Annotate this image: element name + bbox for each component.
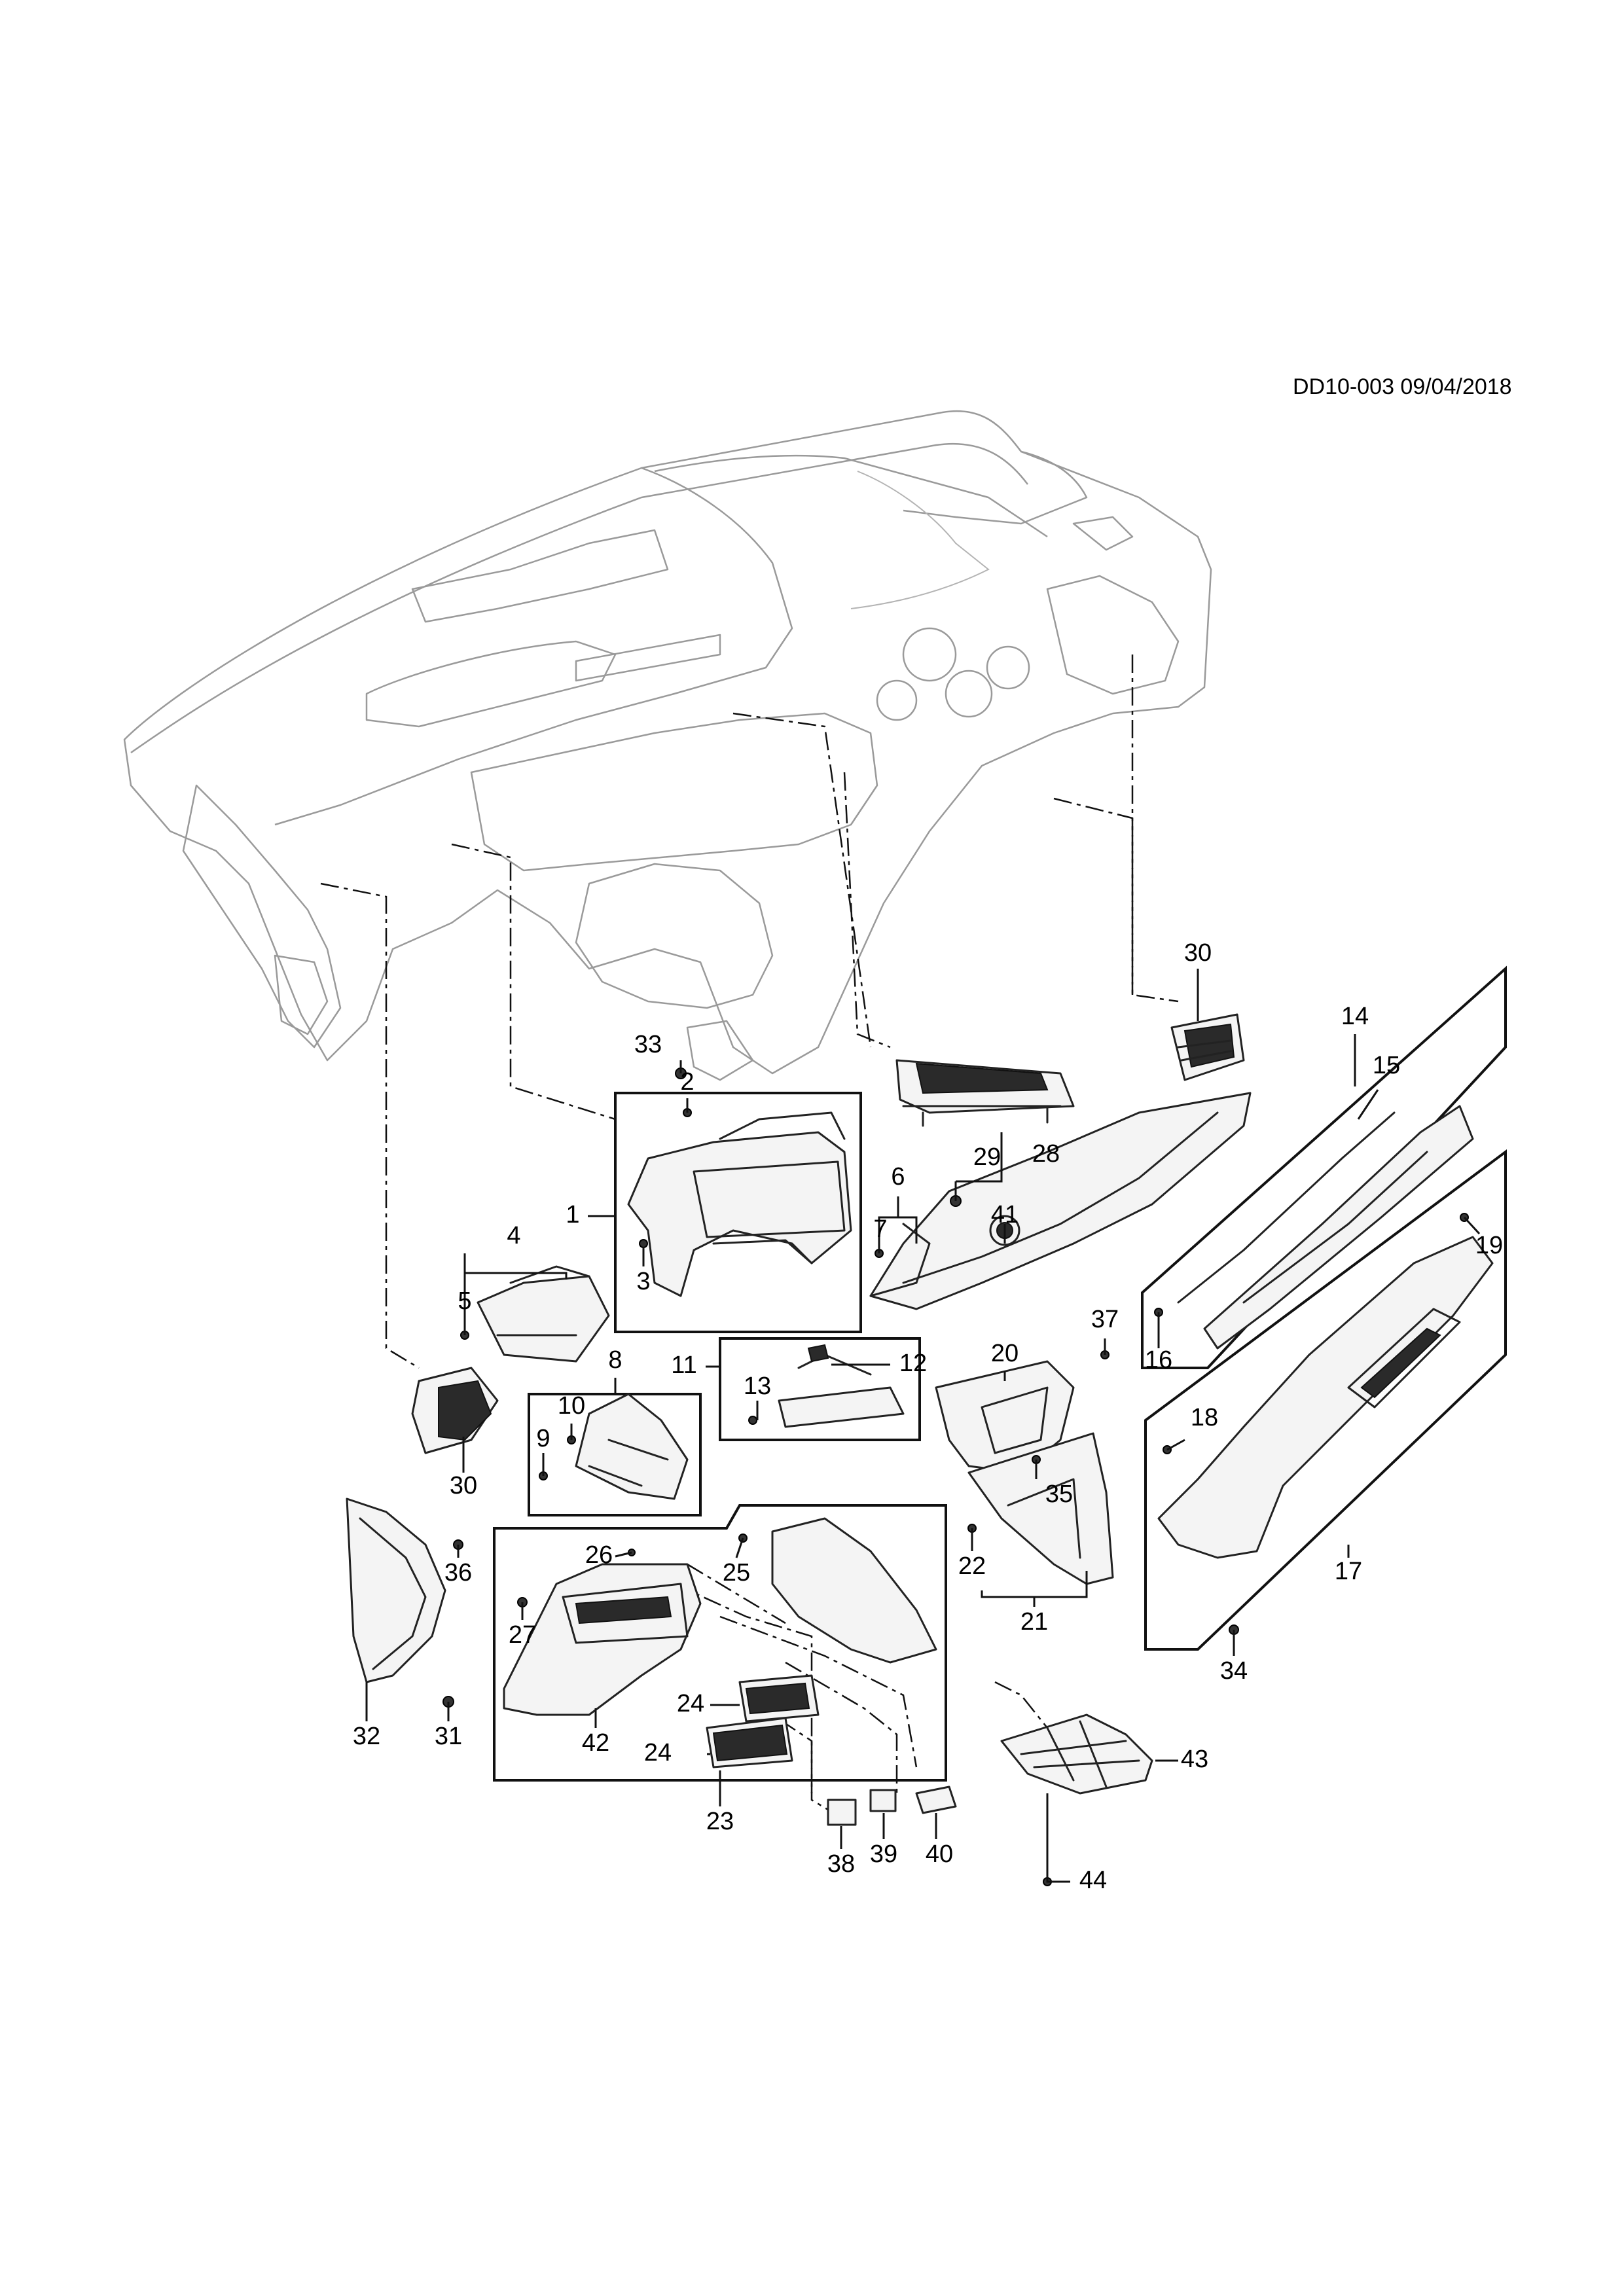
part-30-left-air-vent (411, 1367, 499, 1454)
callout-42: 42 (582, 1729, 609, 1757)
part-30-right-air-vent (1170, 1013, 1245, 1081)
callout-43: 43 (1181, 1746, 1208, 1773)
assembly-lines (320, 655, 1179, 1821)
part-40-switch (915, 1785, 957, 1814)
callout-5: 5 (458, 1287, 471, 1315)
callout-30-right: 30 (1184, 939, 1212, 967)
part-17-glovebox-frame (1157, 1236, 1494, 1559)
part-4-left-trim-panel (477, 1265, 610, 1363)
callout-32: 32 (353, 1723, 380, 1750)
callout-1: 1 (566, 1201, 579, 1229)
callout-35: 35 (1045, 1480, 1073, 1508)
callout-16: 16 (1145, 1346, 1172, 1374)
part-21-lower-bezel (967, 1432, 1114, 1585)
callout-4: 4 (507, 1222, 520, 1249)
callout-36: 36 (444, 1559, 472, 1587)
callout-2: 2 (680, 1068, 694, 1096)
callout-23: 23 (706, 1808, 734, 1835)
callout-3: 3 (636, 1268, 650, 1295)
callout-13: 13 (744, 1372, 771, 1400)
part-6-upper-trim-strip (869, 1092, 1252, 1310)
callout-38: 38 (827, 1850, 855, 1878)
part-3-clip (639, 1239, 648, 1248)
callout-12: 12 (899, 1350, 927, 1377)
callout-11: 11 (671, 1352, 696, 1379)
part-24-switch-plates (706, 1674, 820, 1768)
callout-22: 22 (958, 1552, 986, 1580)
callout-37: 37 (1091, 1306, 1119, 1333)
part-39-switch (869, 1789, 897, 1812)
callout-44: 44 (1079, 1867, 1107, 1894)
frame-group-17 (1144, 1149, 1507, 1651)
instrument-panel-carrier (123, 410, 1212, 1081)
frame-group-42 (493, 1504, 947, 1782)
callout-40: 40 (926, 1840, 953, 1868)
callout-20: 20 (991, 1340, 1019, 1367)
part-38-switch (827, 1799, 857, 1826)
callout-7: 7 (873, 1215, 887, 1243)
callout-33: 33 (634, 1031, 662, 1058)
callout-6: 6 (891, 1163, 905, 1191)
document-id-date: DD10-003 09/04/2018 (1293, 374, 1512, 399)
frame-group-1 (614, 1092, 862, 1333)
part-43-floor-mat (1000, 1713, 1153, 1795)
part-32-side-cover (346, 1498, 446, 1683)
part-1-cluster-trim (627, 1111, 852, 1297)
callout-29: 29 (973, 1143, 1001, 1171)
part-13-clip (748, 1416, 757, 1425)
callout-9: 9 (536, 1425, 550, 1452)
callout-24-upper: 24 (677, 1690, 704, 1717)
part-12-switch-assembly (778, 1344, 905, 1428)
callout-17: 17 (1335, 1558, 1362, 1585)
callout-34: 34 (1220, 1657, 1248, 1685)
callout-25: 25 (723, 1559, 750, 1587)
frame-group-11 (719, 1337, 921, 1441)
callout-10: 10 (558, 1392, 585, 1420)
part-28-center-vent (895, 1059, 1075, 1127)
callout-18: 18 (1191, 1404, 1218, 1431)
leader-lines (365, 969, 1481, 1883)
callout-24-lower: 24 (644, 1739, 672, 1767)
callout-labels: 1 2 3 4 5 6 7 8 9 10 11 12 13 14 15 16 1… (353, 939, 1503, 1894)
part-42-console-trim (503, 1517, 937, 1716)
part-14-dash-trim (1177, 1105, 1474, 1350)
callout-8: 8 (608, 1346, 622, 1374)
callout-26: 26 (585, 1541, 613, 1569)
callout-28: 28 (1032, 1140, 1060, 1168)
callout-41: 41 (991, 1201, 1019, 1229)
callout-19: 19 (1475, 1232, 1503, 1259)
callout-21: 21 (1020, 1608, 1048, 1636)
callout-30-left: 30 (450, 1472, 477, 1499)
part-8-bracket (575, 1393, 689, 1500)
callout-27: 27 (509, 1621, 536, 1649)
callout-31: 31 (435, 1723, 462, 1750)
callout-15: 15 (1373, 1052, 1400, 1079)
callout-39: 39 (870, 1840, 897, 1868)
callout-14: 14 (1341, 1003, 1369, 1030)
